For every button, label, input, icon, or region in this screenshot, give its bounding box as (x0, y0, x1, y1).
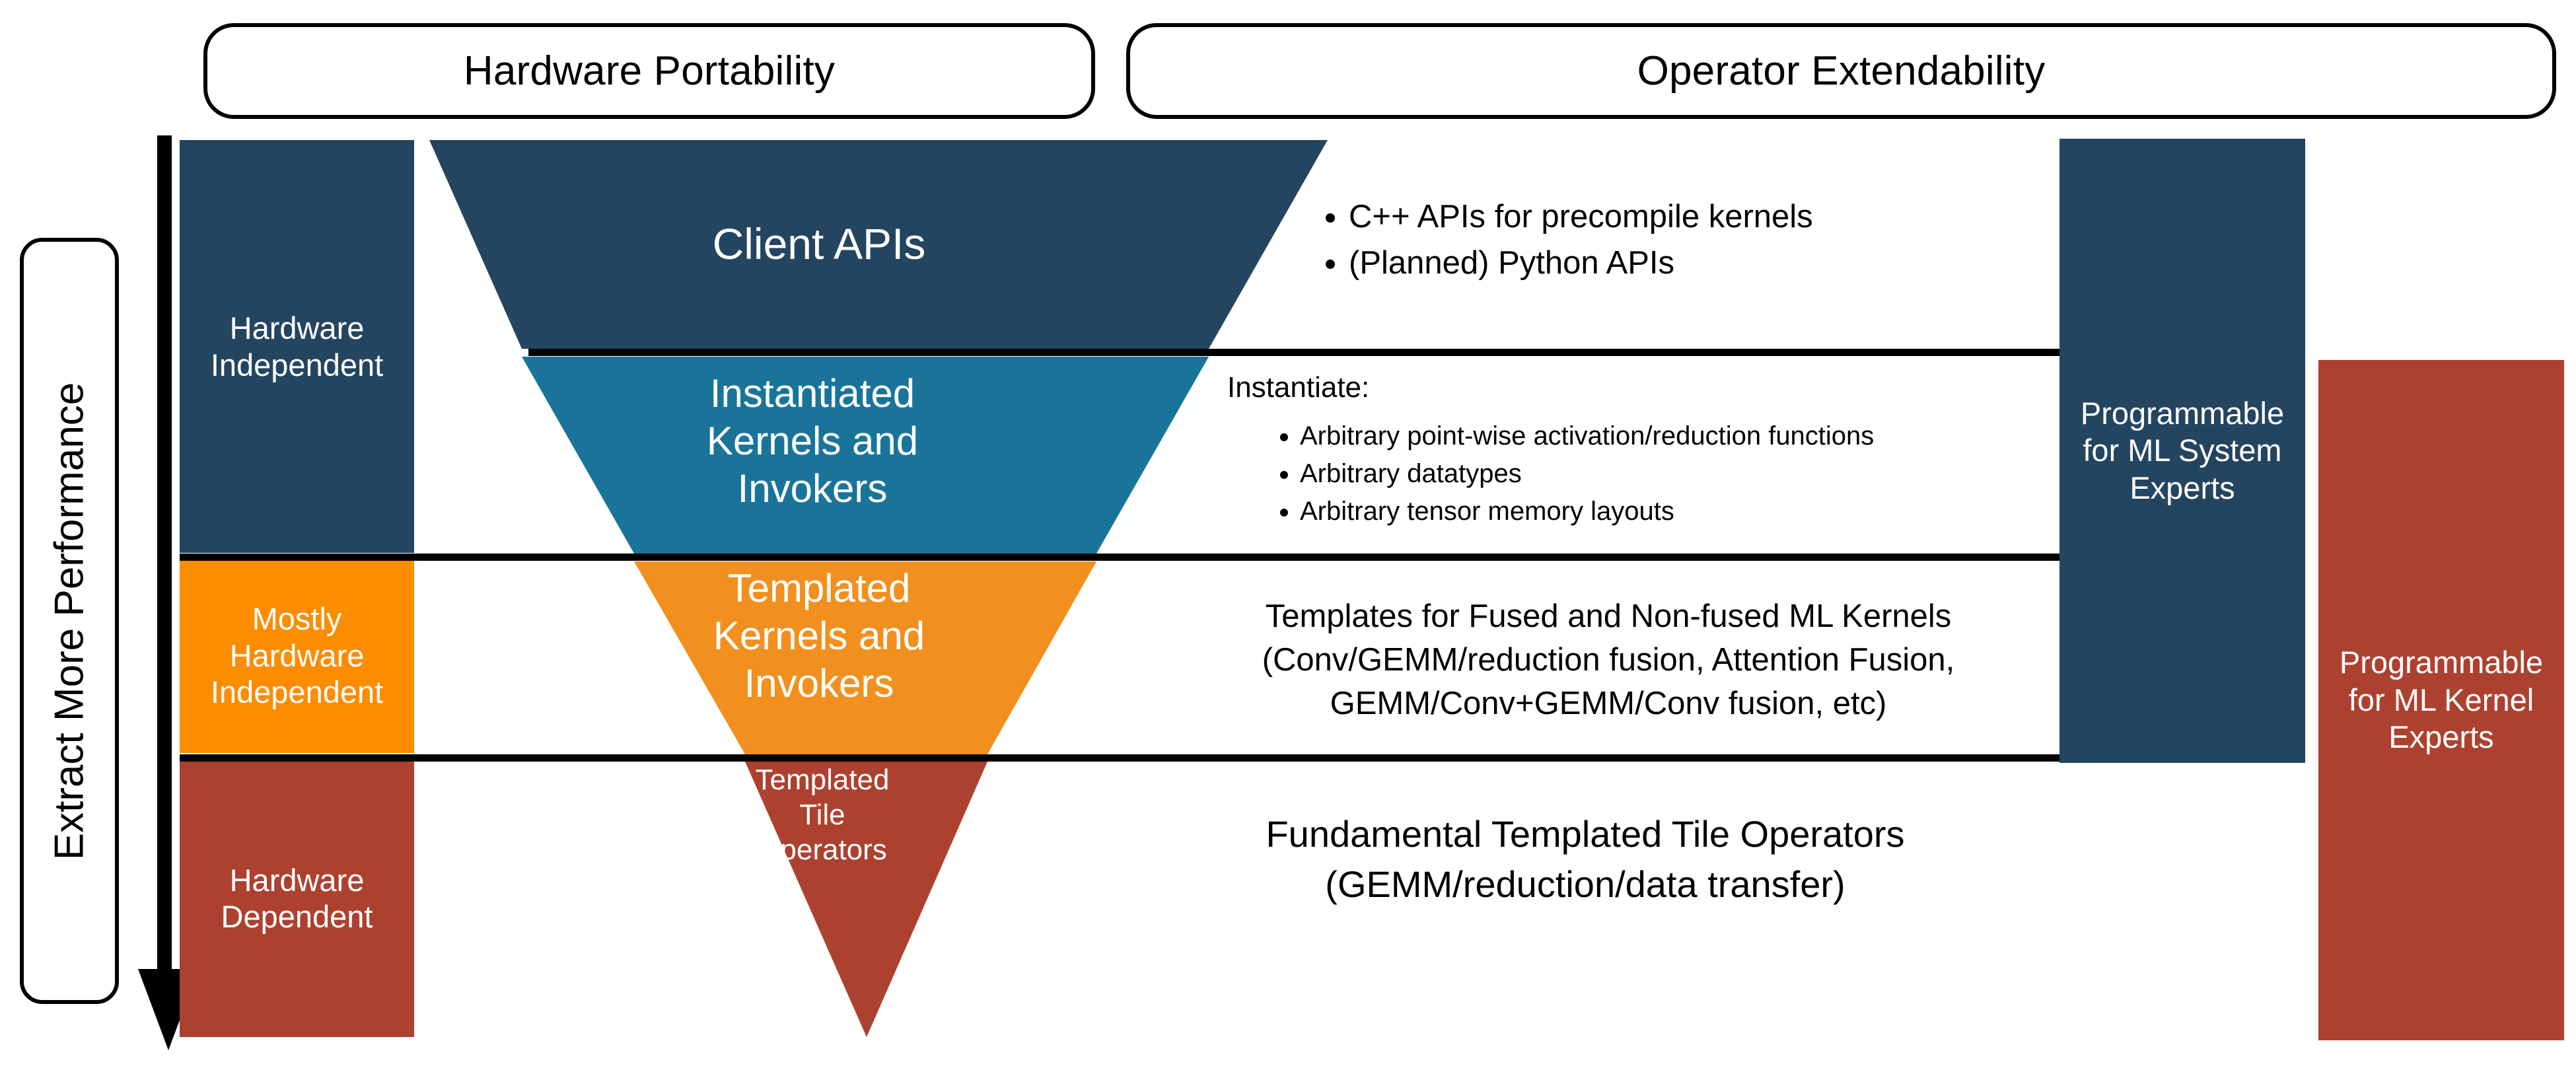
list-item: Arbitrary point-wise activation/reductio… (1300, 421, 2059, 451)
funnel-label-instantiated-kernels: Instantiated Kernels and Invokers (581, 370, 1044, 513)
expert-box-ml-system: Programmable for ML System Experts (2059, 139, 2305, 763)
performance-axis-label: Extract More Performance (46, 382, 92, 860)
expert-box-ml-kernel-label: Programmable for ML Kernel Experts (2339, 645, 2544, 755)
instantiate-bullet-list: Arbitrary point-wise activation/reductio… (1227, 421, 2059, 526)
funnel-label-client-apis-text: Client APIs (712, 219, 926, 268)
expert-box-ml-system-label: Programmable for ML System Experts (2080, 395, 2285, 505)
instantiate-heading: Instantiate: (1227, 371, 1370, 404)
templates-paragraph: Templates for Fused and Non-fused ML Ker… (1163, 594, 2054, 725)
category-hardware-dependent-label: Hardware Dependent (221, 862, 373, 934)
client-api-bullet-list: C++ APIs for precompile kernels (Planned… (1314, 198, 2061, 291)
funnel-label-instantiated-kernels-text: Instantiated Kernels and Invokers (706, 371, 919, 511)
fundamental-paragraph: Fundamental Templated Tile Operators (GE… (1116, 809, 2054, 909)
header-hardware-portability: Hardware Portability (203, 23, 1095, 119)
divider-line-2 (180, 554, 2061, 561)
funnel-label-templated-tile-operators-text: Templated Tile Operators (755, 764, 890, 866)
performance-axis-capsule: Extract More Performance (20, 238, 119, 1004)
category-hardware-independent-label: Hardware Independent (210, 310, 384, 382)
header-operator-extendability: Operator Extendability (1126, 23, 2556, 119)
funnel-label-client-apis: Client APIs (528, 218, 1110, 270)
list-item: C++ APIs for precompile kernels (1349, 198, 2061, 235)
fundamental-paragraph-text: Fundamental Templated Tile Operators (GE… (1266, 813, 1905, 905)
funnel-label-templated-tile-operators: Templated Tile Operators (697, 763, 948, 867)
list-item: Arbitrary tensor memory layouts (1300, 497, 2059, 526)
header-operator-extendability-label: Operator Extendability (1637, 48, 2046, 94)
divider-line-1 (528, 349, 2061, 356)
divider-line-3 (180, 754, 2061, 762)
header-hardware-portability-label: Hardware Portability (463, 48, 836, 94)
funnel-label-templated-kernels: Templated Kernels and Invokers (608, 565, 1030, 707)
category-hardware-dependent: Hardware Dependent (180, 760, 414, 1037)
list-item: (Planned) Python APIs (1349, 244, 2061, 281)
list-item: Arbitrary datatypes (1300, 459, 2059, 489)
instantiate-block: Instantiate: Arbitrary point-wise activa… (1227, 371, 2059, 534)
funnel-label-templated-kernels-text: Templated Kernels and Invokers (713, 566, 925, 705)
expert-box-ml-kernel: Programmable for ML Kernel Experts (2318, 360, 2564, 1040)
templates-paragraph-text: Templates for Fused and Non-fused ML Ker… (1262, 598, 1955, 722)
category-mostly-hardware-independent-label: Mostly Hardware Independent (210, 601, 384, 710)
category-mostly-hardware-independent: Mostly Hardware Independent (180, 558, 414, 753)
category-hardware-independent: Hardware Independent (180, 140, 414, 553)
